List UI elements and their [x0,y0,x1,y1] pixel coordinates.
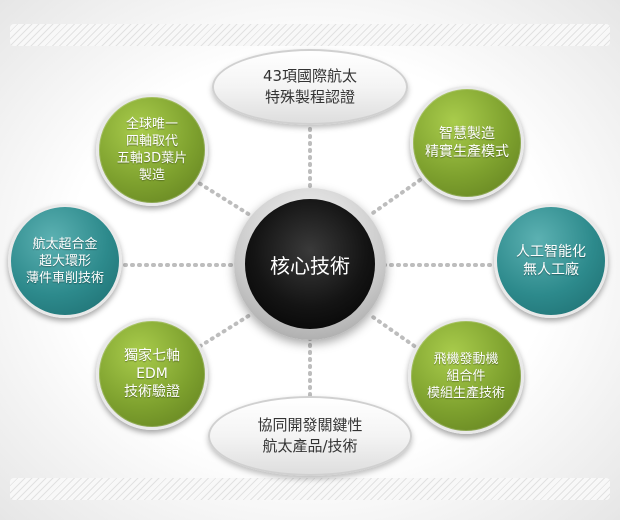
node-bottom-right-label: 飛機發動機 組合件 模組生產技術 [426,351,505,401]
node-top-right-smart: 智慧製造 精實生產模式 [410,86,524,200]
node-left-label: 航太超合金 超大環形 薄件車削技術 [25,236,104,286]
node-right-ai: 人工智能化 無人工廠 [494,204,608,318]
node-top-right-label: 智慧製造 精實生產模式 [425,126,509,160]
connector-bottom-left [192,313,252,352]
node-top-left-label: 全球唯一 四軸取代 五軸3D葉片 製造 [116,117,188,183]
node-bottom-left-label: 獨家七軸 EDM 技術驗證 [124,348,180,400]
center-core-technology: 核心技術 [245,199,375,329]
connector-top-left [192,178,252,217]
connector-bottom-right [368,313,422,352]
node-top-label: 43項國際航太 特殊製程認證 [262,67,358,106]
center-label: 核心技術 [270,253,350,278]
connector-top-right [368,178,422,217]
node-bottom-right-engine: 飛機發動機 組合件 模組生產技術 [408,318,524,434]
node-left-superalloy: 航太超合金 超大環形 薄件車削技術 [8,204,122,318]
node-right-label: 人工智能化 無人工廠 [516,244,586,278]
node-bottom-left-edm: 獨家七軸 EDM 技術驗證 [96,318,208,430]
node-bottom-codevelop: 協同開發關鍵性 航太產品/技術 [208,396,412,476]
node-bottom-label: 協同開發關鍵性 航太產品/技術 [257,416,363,455]
node-top-left-blade: 全球唯一 四軸取代 五軸3D葉片 製造 [96,94,208,206]
node-top-certification: 43項國際航太 特殊製程認證 [212,49,408,125]
bottom-decor-stripe [10,478,610,500]
top-decor-stripe [10,24,610,46]
